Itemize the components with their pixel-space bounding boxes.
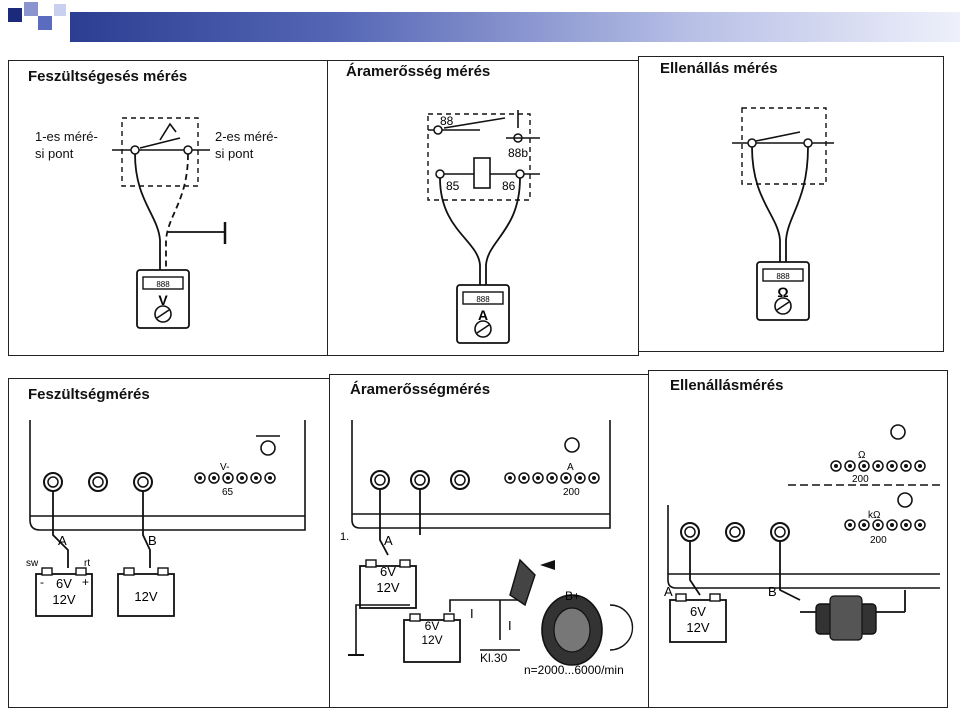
battery-voltage: 12V: [686, 620, 709, 635]
battery-sw-label: sw: [26, 558, 39, 569]
panel-title: Feszültségesés mérés: [28, 68, 188, 85]
battery-voltage: 12V: [52, 592, 75, 607]
battery-voltage: 12V: [376, 580, 399, 595]
terminal-label: 88b: [508, 146, 528, 160]
current-label: I: [508, 618, 512, 633]
header-gradient: [70, 12, 960, 42]
current-relay-circuit: [427, 110, 540, 344]
battery-voltage: 12V: [134, 589, 157, 604]
panel-title: Ellenállás mérés: [660, 60, 778, 77]
battery-plus: +: [82, 575, 89, 589]
instrument-front-current: [348, 420, 634, 666]
rpm-label: n=2000...6000/min: [524, 663, 624, 677]
battery-rt-label: rt: [84, 558, 90, 569]
scale-value: 200: [563, 487, 580, 498]
decor-square: [38, 16, 52, 30]
lead-a-label: A: [384, 533, 393, 548]
terminal-label: 88: [440, 114, 454, 128]
current-label: I: [470, 606, 474, 621]
decor-square: [8, 8, 22, 22]
battery-voltage: 12V: [421, 633, 442, 647]
panel-title: Feszültségmérés: [28, 386, 150, 403]
terminal-label: B+: [565, 589, 580, 603]
scale-label: Ω: [858, 450, 866, 461]
scale-value: 200: [870, 535, 887, 546]
battery-voltage: 6V: [690, 604, 706, 619]
step-number: 1.: [340, 531, 349, 543]
measure-point-1-label: 1-es méré- si pont: [35, 129, 98, 161]
slide-header-bar: [0, 0, 960, 44]
panel-title: Áramerősség mérés: [346, 63, 491, 80]
meter-unit-label: V: [158, 292, 168, 308]
scale-label: A: [567, 462, 574, 473]
battery-voltage: 6V: [380, 564, 396, 579]
scale-label: kΩ: [868, 510, 881, 521]
terminal-label: 86: [502, 179, 516, 193]
battery-voltage: 6V: [425, 619, 440, 633]
panel-title: Áramerősségmérés: [350, 381, 491, 398]
meter-unit-label: A: [478, 307, 488, 323]
terminal-label: Kl.30: [480, 651, 508, 665]
scale-label: V-: [220, 462, 229, 473]
lead-b-label: B: [768, 584, 777, 599]
decor-square: [54, 4, 66, 16]
measure-point-2-label: 2-es méré- si pont: [215, 129, 278, 161]
scale-value: 65: [222, 487, 234, 498]
battery-minus: -: [40, 575, 44, 589]
panel-title: Ellenállásmérés: [670, 377, 784, 394]
instrument-front-resistance: [667, 424, 940, 643]
panel-resistance: [648, 370, 948, 708]
instrument-front-voltage: [29, 420, 306, 617]
lead-b-label: B: [148, 533, 157, 548]
panel-resistance-top: [638, 56, 944, 352]
lead-a-label: A: [664, 584, 673, 599]
meter-unit-label: Ω: [777, 284, 788, 300]
lead-a-label: A: [58, 533, 67, 548]
battery-voltage: 6V: [56, 576, 72, 591]
resistance-circuit: [732, 107, 834, 321]
terminal-label: 85: [446, 179, 460, 193]
scale-value: 200: [852, 474, 869, 485]
voltage-drop-circuit: [112, 117, 227, 329]
decor-square: [24, 2, 38, 16]
